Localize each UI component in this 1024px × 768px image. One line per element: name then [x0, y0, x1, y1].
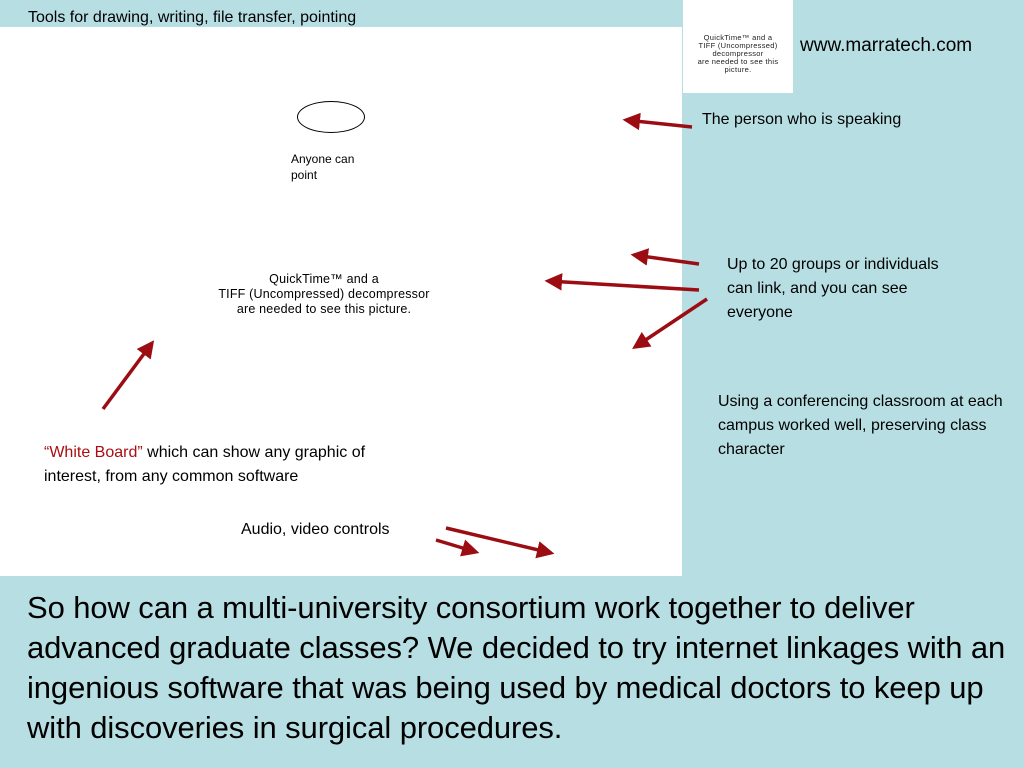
pointer-caption: Anyone can point — [291, 152, 355, 182]
whiteboard-description: which can show any graphic of interest, … — [44, 444, 366, 485]
video-placeholder-text: QuickTime™ and a TIFF (Uncompressed) dec… — [683, 34, 793, 74]
video-placeholder-line-2: TIFF (Uncompressed) decompressor — [698, 41, 778, 58]
whiteboard-placeholder-line-2: TIFF (Uncompressed) decompressor — [218, 287, 430, 301]
whiteboard-placeholder-line-3: are needed to see this picture. — [236, 302, 412, 316]
whiteboard-placeholder-text: QuickTime™ and a TIFF (Uncompressed) dec… — [196, 272, 452, 317]
summary-paragraph: So how can a multi-university consortium… — [27, 590, 1006, 745]
speaker-annotation: The person who is speaking — [702, 111, 902, 128]
tools-caption: Tools for drawing, writing, file transfe… — [28, 9, 357, 26]
whiteboard-annotation: “White Board” which can show any graphic… — [44, 441, 404, 489]
video-placeholder-line-1: QuickTime™ and a — [703, 33, 773, 42]
audio-controls-annotation: Audio, video controls — [241, 521, 390, 538]
groups-annotation: Up to 20 groups or individuals can link,… — [727, 256, 939, 321]
whiteboard-placeholder-line-1: QuickTime™ and a — [269, 272, 379, 286]
speaker-video-panel — [683, 0, 793, 93]
classroom-annotation: Using a conferencing classroom at each c… — [718, 393, 1003, 458]
video-placeholder-line-3: are needed to see this picture. — [697, 57, 779, 74]
pointer-ellipse-icon — [297, 101, 365, 133]
whiteboard-highlight: “White Board” — [44, 444, 143, 461]
website-url[interactable]: www.marratech.com — [800, 35, 973, 56]
